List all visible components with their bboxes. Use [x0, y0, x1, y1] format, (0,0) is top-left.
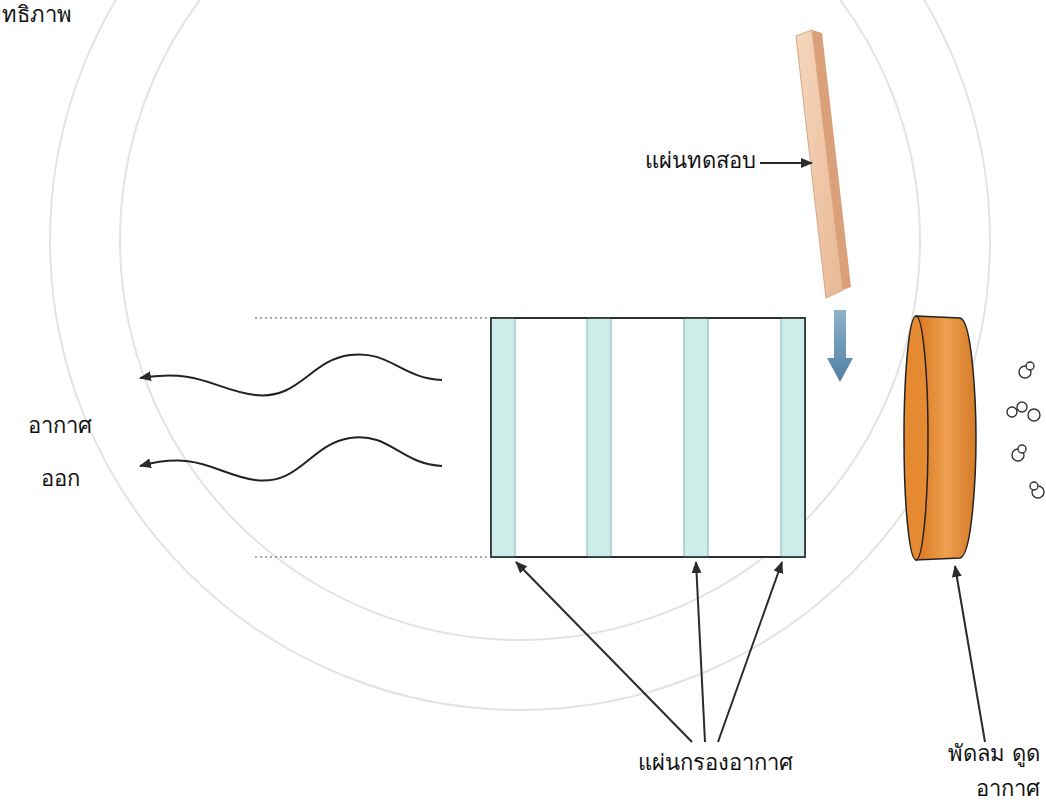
guide-line: [255, 556, 490, 557]
leader-line: [955, 566, 985, 742]
guide-line: [255, 317, 490, 318]
leader-line: [516, 562, 692, 742]
filter-housing: [491, 318, 805, 557]
leader-line: [718, 562, 782, 742]
heading-fragment: ทธิภาพ: [2, 2, 122, 28]
watermark-seal: [50, 0, 990, 710]
air-flow-arrow: [140, 437, 442, 480]
air-filter: [491, 318, 805, 557]
part-label: แผ่นทดสอบ: [624, 148, 756, 174]
part-label: พัดลม ดูดอากาศ: [930, 736, 1040, 806]
leader-line: [696, 562, 705, 742]
down-arrow: [827, 310, 853, 382]
dust-particle: [1007, 362, 1044, 498]
suction-fan: [904, 316, 976, 560]
air-out-label: อากาศ ออก: [10, 400, 110, 506]
part-label: แผ่นกรองอากาศ: [610, 750, 820, 776]
air-flow-arrow: [140, 354, 442, 395]
leader-line: [760, 162, 812, 164]
